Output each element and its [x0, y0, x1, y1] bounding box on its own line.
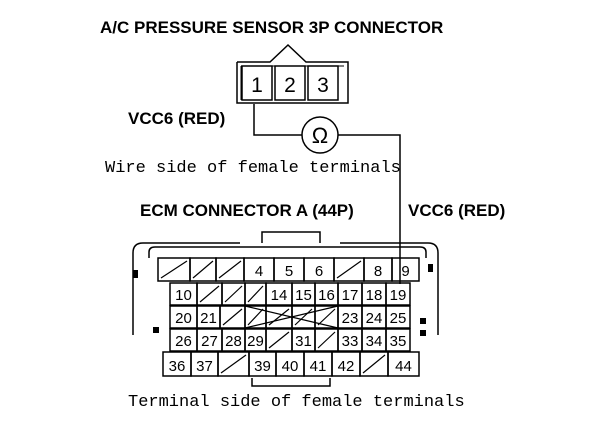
ecm-empty-cavity [247, 285, 264, 303]
ecm-terminal-9: 9 [401, 263, 409, 280]
ecm-terminal-grid [157, 257, 420, 377]
ecm-terminal-29: 29 [247, 333, 264, 350]
wire-label-right: VCC6 (RED) [408, 201, 506, 220]
ecm-terminal-19: 19 [390, 287, 407, 304]
ecm-cell [385, 282, 411, 306]
ecm-terminal-35: 35 [390, 333, 407, 350]
ecm-terminal-39: 39 [254, 358, 271, 375]
ohmmeter-icon [301, 116, 339, 154]
ecm-empty-cavity [294, 308, 313, 326]
ecm-empty-cavity [160, 260, 188, 279]
ecm-empty-cavity [199, 285, 220, 303]
ecm-empty-cavity [317, 331, 336, 349]
ohm-symbol: Ω [312, 123, 328, 148]
ecm-blank-x-2 [244, 305, 339, 329]
ecm-terminal-33: 33 [342, 333, 359, 350]
ecm-terminal-15: 15 [295, 287, 312, 304]
ecm-terminal-28: 28 [225, 333, 242, 350]
ecm-empty-cavity [222, 308, 243, 326]
ecm-empty-cavity [247, 308, 264, 326]
ecm-terminal-10: 10 [175, 287, 192, 304]
wire-label-left: VCC6 (RED) [128, 109, 226, 128]
sensor-pin-3: 3 [317, 74, 329, 97]
ecm-empty-cavity [218, 260, 242, 279]
ecm-terminal-labels: 4 5 6 8 9 10 14 15 16 17 18 19 20 21 23 24 25 26 27 28 29 31 3… [169, 263, 412, 375]
ecm-terminal-4: 4 [255, 263, 263, 280]
ecm-terminal-23: 23 [342, 310, 359, 327]
ecm-caption: Terminal side of female terminals [128, 393, 465, 412]
ecm-terminal-26: 26 [175, 333, 192, 350]
sensor-caption: Wire side of female terminals [105, 159, 401, 178]
ecm-cell [385, 328, 411, 352]
sensor-pin-cell-3 [307, 65, 339, 101]
ecm-terminal-37: 37 [196, 358, 213, 375]
ecm-empty-cavity [317, 308, 336, 326]
ecm-terminal-40: 40 [282, 358, 299, 375]
ecm-terminal-27: 27 [201, 333, 218, 350]
ecm-empty-cavity [268, 308, 290, 326]
ecm-terminal-42: 42 [338, 358, 355, 375]
ecm-terminal-34: 34 [366, 333, 383, 350]
ecm-connector-housing [132, 231, 439, 387]
ecm-empty-cavity [192, 260, 214, 279]
ecm-title: ECM CONNECTOR A (44P) [140, 201, 354, 220]
sensor-pin-cell-2 [274, 65, 306, 101]
ecm-cell [391, 257, 420, 282]
ecm-empty-cavity [268, 331, 290, 349]
ecm-terminal-21: 21 [200, 310, 217, 327]
ecm-terminal-44: 44 [395, 358, 412, 375]
ecm-terminal-36: 36 [169, 358, 186, 375]
ecm-empty-cavity [362, 354, 386, 374]
ecm-terminal-31: 31 [295, 333, 312, 350]
diagram-title: A/C PRESSURE SENSOR 3P CONNECTOR [100, 18, 444, 37]
sensor-pin-2: 2 [284, 74, 296, 97]
ecm-terminal-25: 25 [390, 310, 407, 327]
ecm-cell [385, 305, 411, 329]
sensor-pin-cell-1 [241, 65, 273, 101]
ecm-empty-cavity [220, 354, 247, 374]
ecm-terminal-14: 14 [271, 287, 288, 304]
ecm-terminal-41: 41 [310, 358, 327, 375]
sensor-pin-1: 1 [251, 74, 263, 97]
ecm-empty-cavity [224, 285, 243, 303]
ecm-empty-cavity [336, 260, 362, 279]
ecm-terminal-8: 8 [374, 263, 382, 280]
ecm-terminal-5: 5 [285, 263, 293, 280]
ecm-terminal-17: 17 [342, 287, 359, 304]
ecm-terminal-16: 16 [318, 287, 335, 304]
test-wires [253, 104, 401, 284]
ecm-terminal-24: 24 [366, 310, 383, 327]
ecm-cell [387, 351, 420, 377]
ecm-terminal-20: 20 [175, 310, 192, 327]
ecm-terminal-6: 6 [315, 263, 323, 280]
ecm-terminal-18: 18 [366, 287, 383, 304]
